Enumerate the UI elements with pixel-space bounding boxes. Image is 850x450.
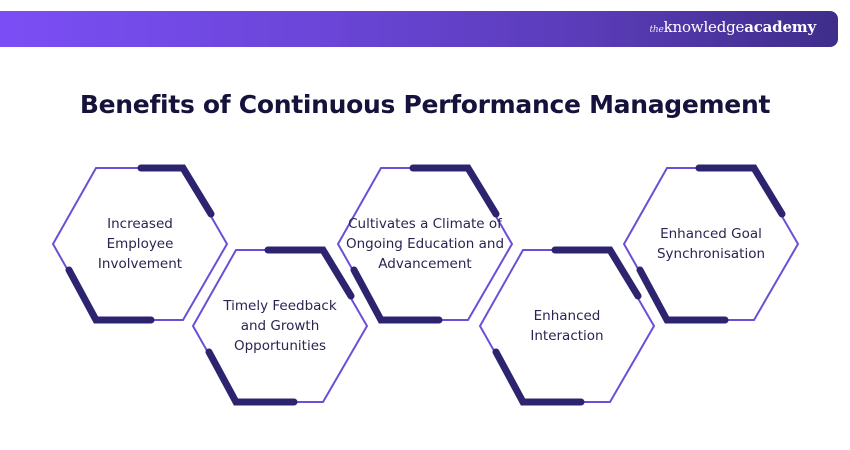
page-title: Benefits of Continuous Performance Manag…	[79, 90, 771, 119]
hexagon-accent-bottom	[350, 266, 443, 324]
benefit-label-4: Enhanced Interaction	[480, 250, 654, 402]
benefit-text: Enhanced Goal Synchronisation	[656, 226, 766, 262]
hexagon-accent-bottom	[636, 266, 729, 324]
hexagon-accent-top	[264, 246, 355, 300]
hexagon-accent-top	[695, 164, 786, 218]
hexagon-5	[622, 164, 800, 324]
header-banner: theknowledgeacademy	[0, 11, 838, 47]
hexagon-3	[336, 164, 514, 324]
benefit-label-1: Increased Employee Involvement	[53, 168, 227, 320]
benefit-text: Cultivates a Climate of Ongoing Educatio…	[345, 216, 505, 272]
hexagon-accent-bottom	[492, 348, 585, 406]
hexagon-accent-top	[551, 246, 642, 300]
hexagon-accent-top	[137, 164, 215, 218]
logo-academy: academy	[744, 18, 816, 36]
logo-the: the	[649, 25, 664, 35]
benefit-label-5: Enhanced Goal Synchronisation	[624, 168, 798, 320]
hexagon-1	[51, 164, 229, 324]
logo-knowledge: knowledge	[663, 18, 745, 36]
hexagon-4	[478, 246, 656, 406]
brand-logo[interactable]: theknowledgeacademy	[649, 18, 816, 36]
hexagon-accent-top	[409, 164, 500, 218]
benefit-label-2: Timely Feedback and Growth Opportunities	[193, 250, 367, 402]
hexagon-accent-bottom	[205, 348, 298, 406]
benefit-text: Enhanced Interaction	[530, 308, 604, 344]
benefit-text: Timely Feedback and Growth Opportunities	[223, 298, 337, 354]
benefit-label-3: Cultivates a Climate of Ongoing Educatio…	[338, 168, 512, 320]
hexagon-2	[191, 246, 369, 406]
hexagon-accent-bottom	[65, 266, 155, 324]
benefit-text: Increased Employee Involvement	[97, 216, 183, 272]
